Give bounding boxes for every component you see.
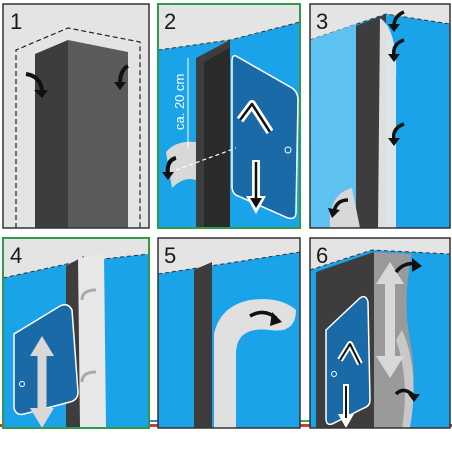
panel-3: 3 [310,4,450,228]
panel-3-number: 3 [316,9,328,34]
post [194,262,212,428]
panel-4-number: 4 [10,243,22,268]
panel-2: ca. 20 cm 2 [158,4,300,228]
panel-2-number: 2 [164,9,176,34]
measure-label: ca. 20 cm [172,74,187,130]
panel-1: 1 [3,4,149,228]
panel-6-number: 6 [316,243,328,268]
panel-4: 4 [3,238,149,428]
panel-5-number: 5 [164,243,176,268]
panel-1-number: 1 [10,9,22,34]
panel-5: 5 [158,238,300,428]
film [78,254,106,428]
post-left-face [35,40,68,228]
post-right-face [68,40,128,228]
panel-6: 6 [310,238,450,428]
